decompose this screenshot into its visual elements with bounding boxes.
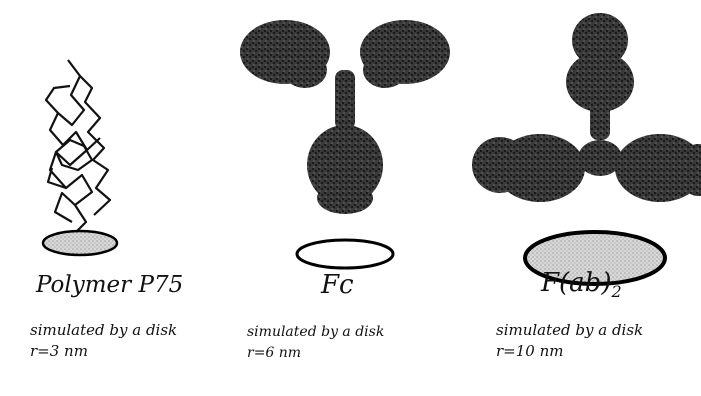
fc-title: Fc (321, 270, 354, 300)
fc-molecule (240, 20, 450, 214)
fab-caption: simulated by a disk r=10 nm (496, 320, 643, 362)
polymer-title: Polymer P75 (36, 272, 183, 298)
fab-title: F(ab)2 (541, 268, 622, 301)
fab-title-subscript: 2 (611, 282, 621, 301)
fab-caption-line1: simulated by a disk (496, 320, 643, 341)
polymer-caption-radius: r=3 nm (30, 341, 177, 362)
fab-molecule (472, 13, 701, 202)
fc-disk (297, 240, 393, 268)
fc-caption: simulated by a disk r=6 nm (247, 322, 384, 364)
polymer-coil (46, 60, 110, 234)
polymer-caption: simulated by a disk r=3 nm (30, 320, 177, 362)
fc-caption-line1: simulated by a disk (247, 322, 384, 343)
fab-caption-radius: r=10 nm (496, 341, 643, 362)
fab-title-main: F(ab) (541, 268, 611, 298)
polymer-caption-line1: simulated by a disk (30, 320, 177, 341)
fc-caption-radius: r=6 nm (247, 343, 384, 364)
polymer-disk (43, 231, 117, 255)
